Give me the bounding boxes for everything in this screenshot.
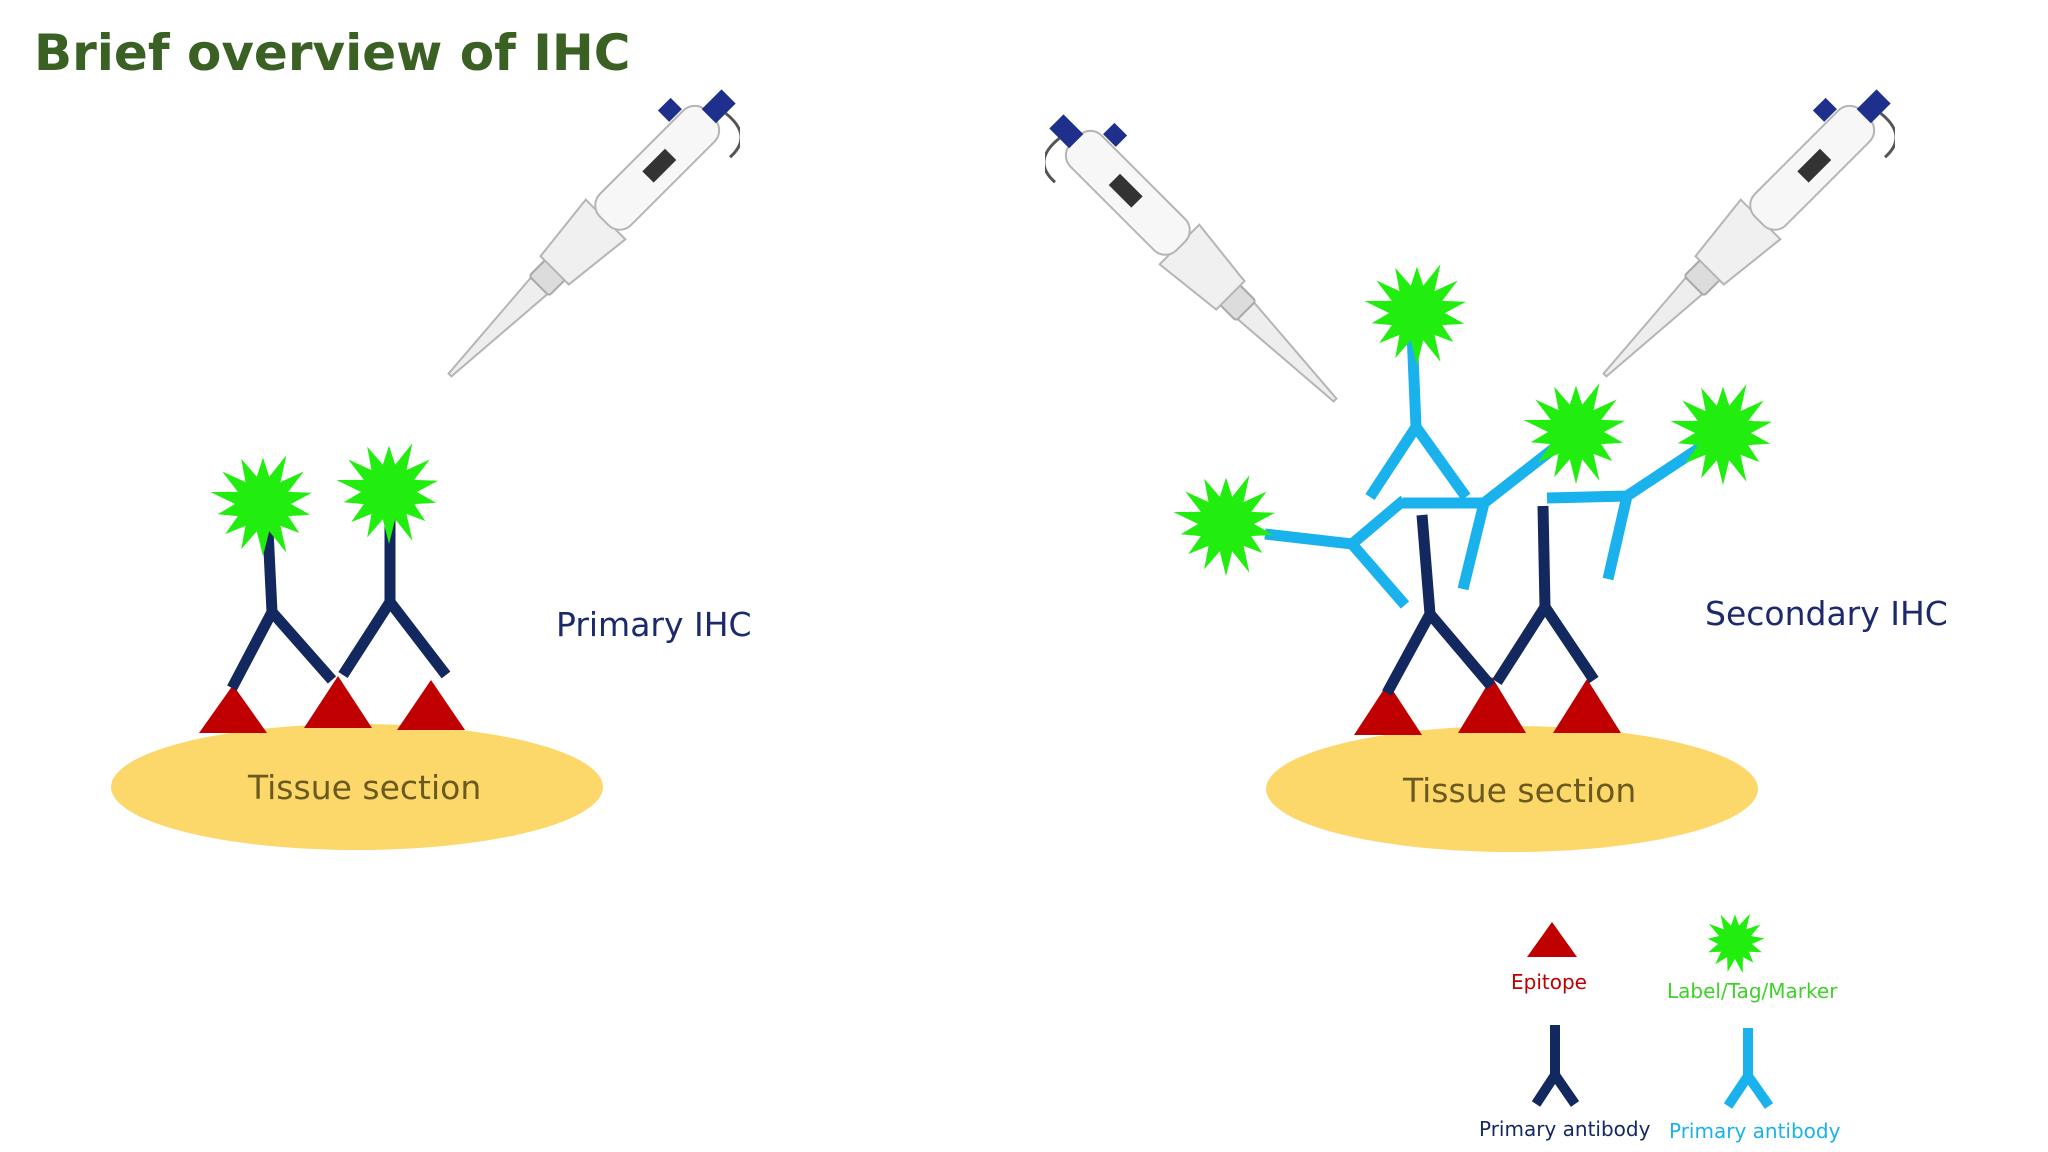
- pipette-icon-left: [440, 85, 740, 385]
- primary-ihc-label: Primary IHC: [556, 605, 752, 644]
- marker-right-center: [1523, 383, 1625, 485]
- epitope-left-3: [397, 680, 465, 730]
- legend-secondary-antibody-label: Primary antibody: [1669, 1119, 1841, 1143]
- epitope-left-1: [199, 685, 267, 733]
- primary-antibody-right-1: [1382, 514, 1496, 696]
- secondary-antibody-4: [1546, 438, 1711, 581]
- tissue-section-left: [111, 724, 603, 850]
- legend-epitope-icon: [1527, 922, 1577, 957]
- secondary-antibody-1: [1365, 331, 1471, 501]
- legend-epitope-label: Epitope: [1511, 970, 1587, 994]
- epitope-right-1: [1354, 683, 1422, 735]
- pipette-icon-middle: [1045, 110, 1345, 410]
- primary-antibody-right-2: [1492, 505, 1599, 685]
- pipette-icon-right: [1595, 85, 1895, 385]
- marker-right-top: [1364, 264, 1466, 366]
- primary-antibody-left-1: [227, 529, 337, 691]
- epitope-right-2: [1458, 677, 1526, 733]
- epitope-right-3: [1553, 679, 1621, 733]
- legend-marker-icon: [1707, 913, 1765, 974]
- secondary-antibody-2: [1264, 495, 1410, 609]
- tissue-section-label-left: Tissue section: [248, 768, 482, 807]
- legend-secondary-antibody-icon: [1723, 1028, 1774, 1109]
- legend-primary-antibody-icon: [1531, 1025, 1580, 1107]
- page-title: Brief overview of IHC: [34, 24, 631, 82]
- marker-left-1: [210, 455, 312, 557]
- marker-left-2: [336, 443, 438, 545]
- secondary-antibody-3: [1403, 441, 1561, 591]
- epitope-left-2: [304, 676, 372, 728]
- tissue-section-label-right: Tissue section: [1403, 771, 1637, 810]
- marker-right-far: [1670, 384, 1772, 486]
- tissue-section-right: [1266, 726, 1758, 852]
- marker-right-left: [1173, 475, 1275, 577]
- legend-marker-label: Label/Tag/Marker: [1667, 979, 1838, 1003]
- primary-antibody-left-2: [338, 518, 451, 679]
- secondary-ihc-label: Secondary IHC: [1705, 594, 1948, 633]
- legend-primary-antibody-label: Primary antibody: [1479, 1117, 1651, 1141]
